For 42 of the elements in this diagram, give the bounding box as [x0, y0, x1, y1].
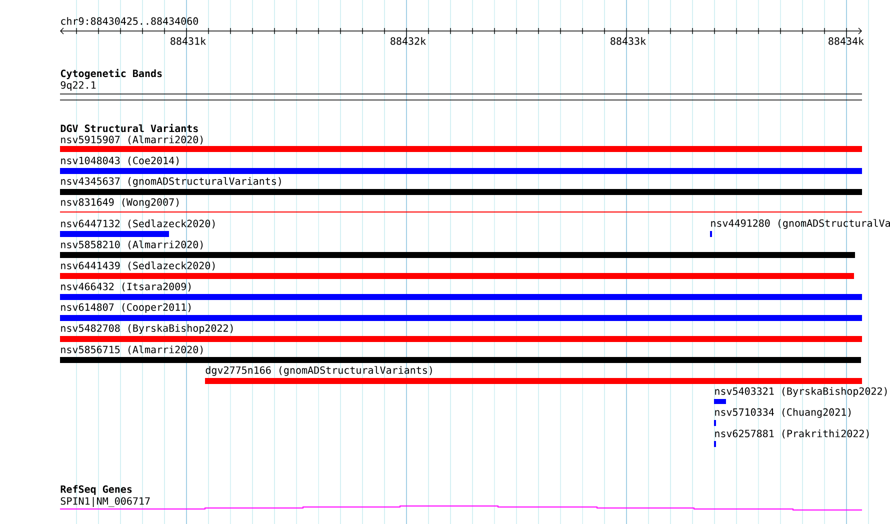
track-title: DGV Structural Variants — [60, 124, 198, 132]
tick-label: 88431k — [170, 37, 206, 45]
variant-feature: dgv2775n166 (gnomADStructuralVariants) — [205, 366, 862, 384]
variant-feature: nsv1048043 (Coe2014) — [60, 156, 862, 174]
variant-feature: nsv5403321 (ByrskaBishop2022) — [714, 387, 887, 404]
node-label: nsv6441439 (Sedlazeck2020) — [61, 262, 215, 270]
variant-feature: nsv831649 (Wong2007) — [60, 198, 862, 212]
node-label: nsv5915907 (Almarri2020) — [61, 136, 203, 144]
variant-feature: nsv6447132 (Sedlazeck2020) — [60, 220, 215, 237]
node-label: nsv1048043 (Coe2014) — [61, 156, 179, 166]
variant-feature: nsv6441439 (Sedlazeck2020) — [60, 262, 854, 279]
variant-feature: nsv4345637 (gnomADStructuralVariants) — [60, 177, 862, 195]
tick-label: 88432k — [390, 37, 426, 45]
band-label: 9q22.1 — [60, 81, 96, 91]
node-label: nsv4491280 (gnomADStructuralVa — [711, 219, 890, 229]
variant-feature: nsv5915907 (Almarri2020) — [60, 136, 862, 152]
variant-feature: nsv5856715 (Almarri2020) — [60, 346, 862, 363]
node-label: nsv5856715 (Almarri2020) — [61, 346, 203, 354]
node-label: nsv831649 (Wong2007) — [61, 198, 179, 208]
node-label: nsv5482708 (ByrskaBishop2022) — [61, 324, 233, 334]
variant-feature: nsv5710334 (Chuang2021) — [714, 408, 851, 426]
variant-feature: nsv5482708 (ByrskaBishop2022) — [60, 324, 862, 342]
variant-feature: nsv4491280 (gnomADStructuralVa — [710, 219, 890, 237]
tick-label: 88434k — [828, 37, 864, 45]
node-label: dgv2775n166 (gnomADStructuralVariants) — [206, 366, 432, 376]
tick-label: 88433k — [610, 37, 646, 45]
node-label: nsv6257881 (Prakrithi2022) — [715, 430, 869, 438]
node-label: nsv4345637 (gnomADStructuralVariants) — [61, 177, 281, 187]
track-title: Cytogenetic Bands — [60, 68, 162, 80]
variant-feature: nsv466432 (Itsara2009) — [60, 282, 862, 300]
track-title: RefSeq Genes — [60, 485, 132, 495]
node-label: nsv466432 (Itsara2009) — [61, 282, 191, 292]
variant-feature: nsv5858210 (Almarri2020) — [60, 240, 856, 258]
coordinate-label: chr9:88430425..88434060 — [61, 17, 198, 25]
node-label: nsv5710334 (Chuang2021) — [715, 408, 851, 418]
node-label: nsv614807 (Cooper2011) — [61, 303, 191, 313]
variant-feature: nsv614807 (Cooper2011) — [60, 303, 862, 321]
node-label: nsv5858210 (Almarri2020) — [61, 240, 203, 250]
node-label: nsv5403321 (ByrskaBishop2022) — [715, 387, 887, 397]
variant-feature: nsv6257881 (Prakrithi2022) — [714, 430, 869, 447]
gene-label: SPIN1|NM_006717 — [60, 497, 150, 507]
node-label: nsv6447132 (Sedlazeck2020) — [61, 220, 215, 228]
